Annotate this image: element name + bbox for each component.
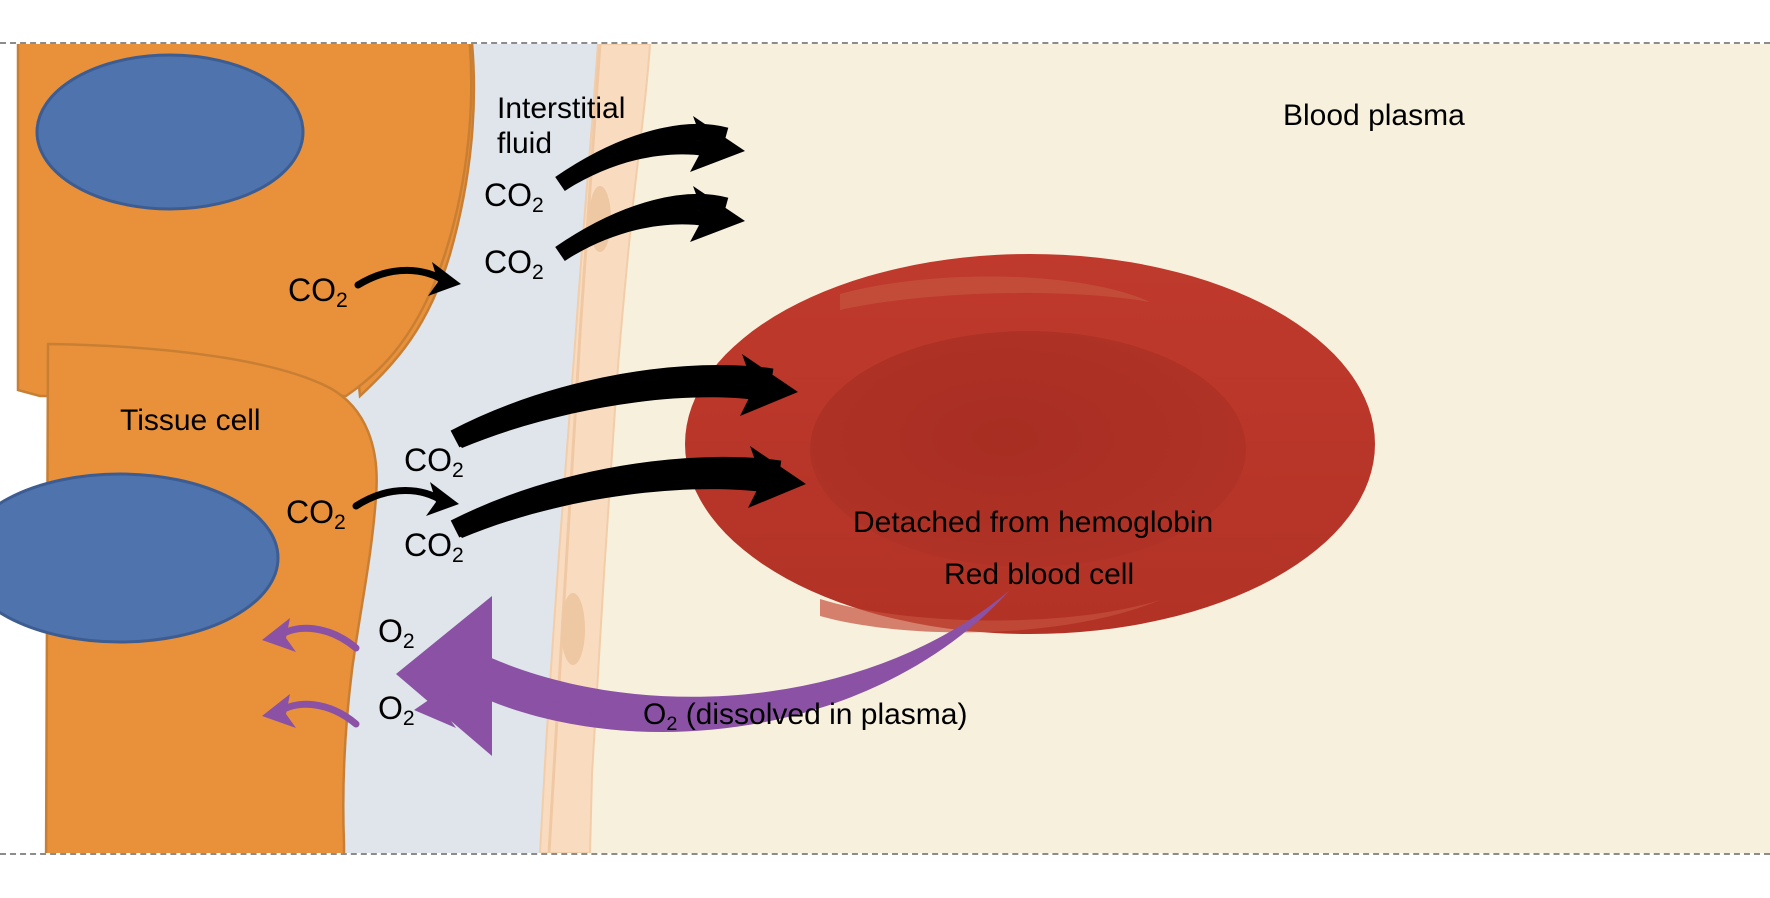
o2-dissolved-prefix: O bbox=[643, 698, 667, 731]
co2-formula: CO bbox=[484, 244, 532, 280]
label-tissue-cell: Tissue cell bbox=[120, 404, 261, 438]
co2-formula: CO bbox=[286, 494, 334, 530]
label-interstitial-fluid: Interstitial fluid bbox=[497, 92, 625, 161]
red-blood-cell-highlight-bottom bbox=[820, 599, 1160, 633]
molecule-o2-interstitial-2: O2 bbox=[378, 690, 415, 731]
illustration-scene bbox=[0, 44, 1770, 853]
crop-guide-bottom bbox=[0, 853, 1770, 855]
arrow-o2-if-to-cell-upper bbox=[262, 618, 360, 652]
o2-dissolved-sub: 2 bbox=[666, 712, 678, 735]
tissue-cell-upper-nucleus bbox=[35, 53, 305, 211]
co2-subscript: 2 bbox=[334, 511, 346, 535]
tissue-cell-lower-nucleus bbox=[0, 472, 280, 644]
arrow-co2-if-to-rbc-1 bbox=[450, 354, 798, 448]
co2-formula: CO bbox=[484, 177, 532, 213]
endothelial-nucleus-lower bbox=[561, 593, 585, 665]
o2-dissolved-suffix: (dissolved in plasma) bbox=[677, 698, 968, 731]
molecule-co2-interstitial-4: CO2 bbox=[404, 527, 464, 568]
blood-plasma-text: Blood plasma bbox=[1283, 99, 1465, 132]
label-detached-from-hemoglobin: Detached from hemoglobin bbox=[853, 506, 1213, 540]
arrow-co2-if-to-plasma-1 bbox=[555, 116, 745, 192]
molecule-o2-interstitial-1: O2 bbox=[378, 613, 415, 654]
arrow-co2-if-to-rbc-2 bbox=[450, 446, 806, 538]
red-blood-cell-text: Red blood cell bbox=[944, 558, 1135, 591]
o2-subscript: 2 bbox=[402, 707, 415, 731]
label-o2-dissolved-in-plasma: O2 (dissolved in plasma) bbox=[643, 698, 968, 735]
molecule-co2-interstitial-2: CO2 bbox=[484, 244, 544, 285]
co2-subscript: 2 bbox=[532, 194, 544, 218]
molecule-co2-interstitial-3: CO2 bbox=[404, 442, 464, 483]
o2-formula: O bbox=[378, 690, 403, 726]
arrow-o2-if-to-cell-lower bbox=[262, 694, 360, 728]
co2-formula: CO bbox=[404, 527, 452, 563]
crop-guide-top bbox=[0, 42, 1770, 44]
capillary-wall-inner-line bbox=[547, 44, 602, 853]
co2-subscript: 2 bbox=[336, 289, 348, 313]
o2-subscript: 2 bbox=[402, 630, 415, 654]
arrow-o2-plasma-to-if bbox=[414, 684, 627, 731]
interstitial-fluid-line-1: Interstitial bbox=[497, 92, 626, 125]
detached-text: Detached from hemoglobin bbox=[853, 506, 1214, 539]
arrow-co2-out-of-cell-lower bbox=[352, 482, 459, 516]
label-red-blood-cell: Red blood cell bbox=[944, 558, 1134, 592]
co2-subscript: 2 bbox=[532, 261, 544, 285]
co2-formula: CO bbox=[404, 442, 452, 478]
molecule-co2-tissue-cell-upper: CO2 bbox=[288, 272, 348, 313]
co2-subscript: 2 bbox=[452, 544, 464, 568]
interstitial-fluid-line-2: fluid bbox=[497, 126, 553, 160]
arrow-co2-out-of-cell-upper bbox=[354, 262, 461, 296]
red-blood-cell-highlight-top bbox=[840, 276, 1150, 310]
tissue-cell-text: Tissue cell bbox=[120, 404, 261, 437]
o2-formula: O bbox=[378, 613, 403, 649]
label-blood-plasma: Blood plasma bbox=[1283, 99, 1465, 133]
arrow-o2-rbc-to-if bbox=[396, 590, 1010, 756]
red-blood-cell-dimple bbox=[810, 331, 1246, 567]
molecule-co2-interstitial-1: CO2 bbox=[484, 177, 544, 218]
co2-formula: CO bbox=[288, 272, 336, 308]
arrow-co2-if-to-plasma-2 bbox=[555, 186, 745, 262]
molecule-co2-tissue-cell-lower: CO2 bbox=[286, 494, 346, 535]
co2-subscript: 2 bbox=[452, 459, 464, 483]
